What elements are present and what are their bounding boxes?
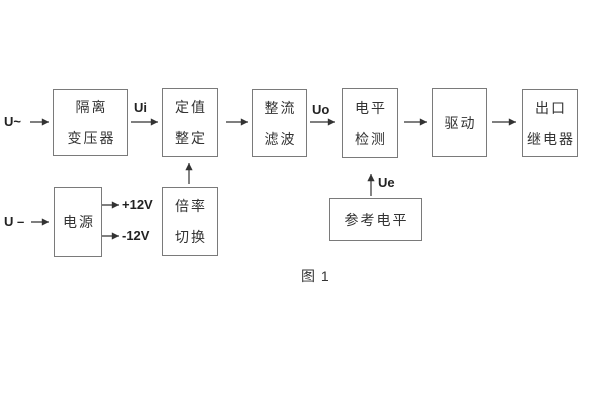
- block-drive: 驱动: [432, 88, 487, 157]
- block-output-relay: 出口 继电器: [522, 89, 578, 157]
- input-label-ac: U~: [4, 114, 21, 129]
- input-label-dc: U –: [4, 214, 25, 229]
- block-label: 检测: [355, 130, 387, 147]
- block-label: 电平: [355, 99, 387, 116]
- block-label: 驱动: [444, 114, 477, 131]
- block-label: 整流: [264, 99, 297, 116]
- block-label: 出口: [535, 99, 567, 116]
- signal-label-ui: Ui: [134, 100, 147, 115]
- block-label: 电源: [63, 214, 95, 230]
- signal-label-uo: Uo: [312, 102, 330, 117]
- signal-label-minus12v: -12V: [122, 228, 150, 243]
- block-label: 切换: [175, 229, 207, 245]
- block-rectifier-filter: 整流 滤波: [252, 89, 307, 157]
- block-label: 隔离: [75, 99, 108, 115]
- block-setting-adjustment: 定值 整定: [162, 88, 218, 157]
- block-label: 变压器: [67, 130, 116, 146]
- block-power-supply: 电源: [54, 187, 102, 257]
- block-label: 定值: [175, 99, 207, 115]
- signal-label-ue: Ue: [378, 175, 395, 190]
- block-label: 整定: [175, 130, 207, 146]
- signal-label-plus12v: +12V: [122, 197, 153, 212]
- block-ratio-switch: 倍率 切换: [162, 187, 218, 256]
- block-label: 倍率: [175, 198, 207, 214]
- figure-caption: 图 1: [301, 268, 330, 284]
- block-label: 滤波: [264, 130, 297, 147]
- block-label: 参考电平: [344, 211, 409, 228]
- block-level-detection: 电平 检测: [342, 88, 398, 158]
- block-label: 继电器: [527, 130, 575, 147]
- block-isolation-transformer: 隔离 变压器: [53, 89, 128, 156]
- block-reference-level: 参考电平: [329, 198, 422, 241]
